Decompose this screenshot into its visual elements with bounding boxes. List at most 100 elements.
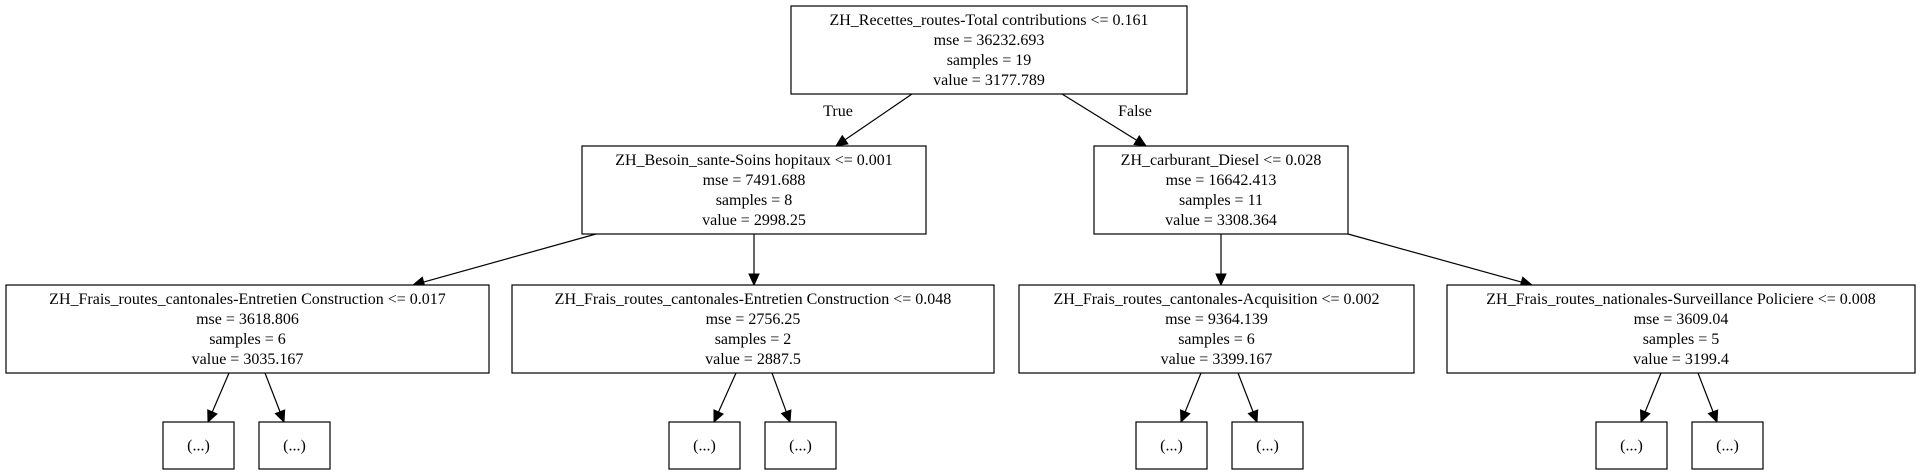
truncated-subtree-node: (...)	[162, 421, 235, 470]
truncated-subtree-node: (...)	[764, 421, 837, 470]
arrowhead-icon	[1215, 273, 1227, 287]
arrowhead-icon	[748, 273, 760, 287]
ellipsis-label: (...)	[187, 438, 210, 455]
node-value: value = 2887.5	[705, 351, 801, 368]
edge-line	[211, 372, 230, 413]
edge-n3-t2	[264, 372, 286, 424]
samples-count: samples = 2	[715, 331, 792, 348]
samples-count: samples = 11	[1179, 192, 1263, 209]
node-box	[1093, 145, 1349, 235]
node-box	[1018, 284, 1415, 374]
tree-nodes: ZH_Recettes_routes-Total contributions <…	[5, 5, 1916, 470]
mse-value: mse = 2756.25	[706, 311, 801, 328]
edge-n1-n4	[748, 234, 760, 287]
samples-count: samples = 5	[1643, 331, 1720, 348]
node-box	[1135, 421, 1208, 470]
edge-line	[1184, 372, 1202, 413]
node-box	[5, 284, 490, 374]
ellipsis-label: (...)	[1716, 438, 1739, 455]
node-value: value = 3035.167	[192, 351, 304, 368]
node-box	[511, 284, 995, 374]
tree-node-n2: ZH_carburant_Diesel <= 0.028 mse = 16642.…	[1093, 145, 1349, 235]
split-condition: ZH_carburant_Diesel <= 0.028	[1121, 152, 1322, 169]
tree-node-n3: ZH_Frais_routes_cantonales-Entretien Con…	[5, 284, 490, 374]
split-condition: ZH_Besoin_sante-Soins hopitaux <= 0.001	[615, 152, 893, 169]
node-value: value = 3177.789	[933, 72, 1045, 89]
arrowhead-icon	[1707, 409, 1719, 424]
edge-n2-n6	[1347, 233, 1534, 288]
node-value: value = 3399.167	[1161, 351, 1273, 368]
node-box	[258, 421, 331, 470]
edge-label-true: True	[823, 103, 853, 120]
node-box	[1446, 284, 1916, 374]
arrowhead-icon	[207, 409, 218, 424]
ellipsis-label: (...)	[1160, 438, 1183, 455]
tree-node-n5: ZH_Frais_routes_cantonales-Acquisition <…	[1018, 284, 1415, 374]
truncated-subtree-node: (...)	[1231, 421, 1304, 470]
edge-n3-t1	[207, 372, 230, 424]
samples-count: samples = 6	[1178, 331, 1255, 348]
edge-line	[1237, 372, 1254, 412]
mse-value: mse = 36232.693	[934, 32, 1045, 49]
arrowhead-icon	[1179, 409, 1191, 424]
tree-node-root: ZH_Recettes_routes-Total contributions <…	[790, 5, 1188, 95]
tree-node-n4: ZH_Frais_routes_cantonales-Entretien Con…	[511, 284, 995, 374]
truncated-subtree-node: (...)	[258, 421, 331, 470]
samples-count: samples = 6	[209, 331, 286, 348]
ellipsis-label: (...)	[1620, 438, 1643, 455]
edge-n6-t7	[1639, 372, 1662, 424]
ellipsis-label: (...)	[1256, 438, 1279, 455]
node-box	[764, 421, 837, 470]
edge-n4-t3	[713, 372, 737, 424]
arrowhead-icon	[1247, 409, 1259, 424]
node-value: value = 2998.25	[702, 212, 806, 229]
arrowhead-icon	[274, 409, 286, 424]
split-condition: ZH_Frais_routes_cantonales-Acquisition <…	[1054, 291, 1380, 308]
node-box	[668, 421, 741, 470]
tree-node-n6: ZH_Frais_routes_nationales-Surveillance …	[1446, 284, 1916, 374]
edge-n4-t4	[771, 372, 792, 424]
samples-count: samples = 19	[947, 52, 1032, 69]
edge-line	[264, 372, 281, 412]
truncated-subtree-node: (...)	[1595, 421, 1668, 470]
mse-value: mse = 3609.04	[1634, 311, 1729, 328]
arrowhead-icon	[1133, 135, 1148, 147]
node-box	[1231, 421, 1304, 470]
split-condition: ZH_Recettes_routes-Total contributions <…	[829, 12, 1148, 29]
ellipsis-label: (...)	[283, 438, 306, 455]
edge-n1-n3	[411, 233, 597, 288]
truncated-subtree-node: (...)	[1691, 421, 1764, 470]
mse-value: mse = 9364.139	[1165, 311, 1268, 328]
node-box	[581, 145, 927, 235]
edge-line	[844, 93, 913, 141]
arrowhead-icon	[835, 134, 849, 147]
edge-n2-n5	[1215, 234, 1227, 287]
truncated-subtree-node: (...)	[1135, 421, 1208, 470]
node-box	[1595, 421, 1668, 470]
edge-line	[1061, 93, 1137, 141]
node-value: value = 3199.4	[1633, 351, 1729, 368]
edge-root-n2: False	[1061, 93, 1152, 147]
edge-n5-t6	[1237, 372, 1259, 424]
arrowhead-icon	[1639, 409, 1651, 424]
edge-line	[423, 233, 597, 283]
node-box	[1691, 421, 1764, 470]
split-condition: ZH_Frais_routes_cantonales-Entretien Con…	[555, 291, 952, 308]
split-condition: ZH_Frais_routes_cantonales-Entretien Con…	[49, 291, 446, 308]
node-box	[790, 5, 1188, 95]
mse-value: mse = 16642.413	[1166, 172, 1277, 189]
edge-n5-t5	[1179, 372, 1202, 424]
edge-line	[1347, 233, 1522, 283]
mse-value: mse = 7491.688	[703, 172, 806, 189]
arrowhead-icon	[780, 409, 792, 424]
node-value: value = 3308.364	[1165, 212, 1277, 229]
edge-line	[771, 372, 787, 412]
edge-label-false: False	[1118, 103, 1152, 120]
ellipsis-label: (...)	[789, 438, 812, 455]
edge-line	[1697, 372, 1714, 412]
edge-line	[1644, 372, 1662, 413]
truncated-subtree-node: (...)	[668, 421, 741, 470]
samples-count: samples = 8	[716, 192, 793, 209]
edge-root-n1: True	[823, 93, 913, 147]
